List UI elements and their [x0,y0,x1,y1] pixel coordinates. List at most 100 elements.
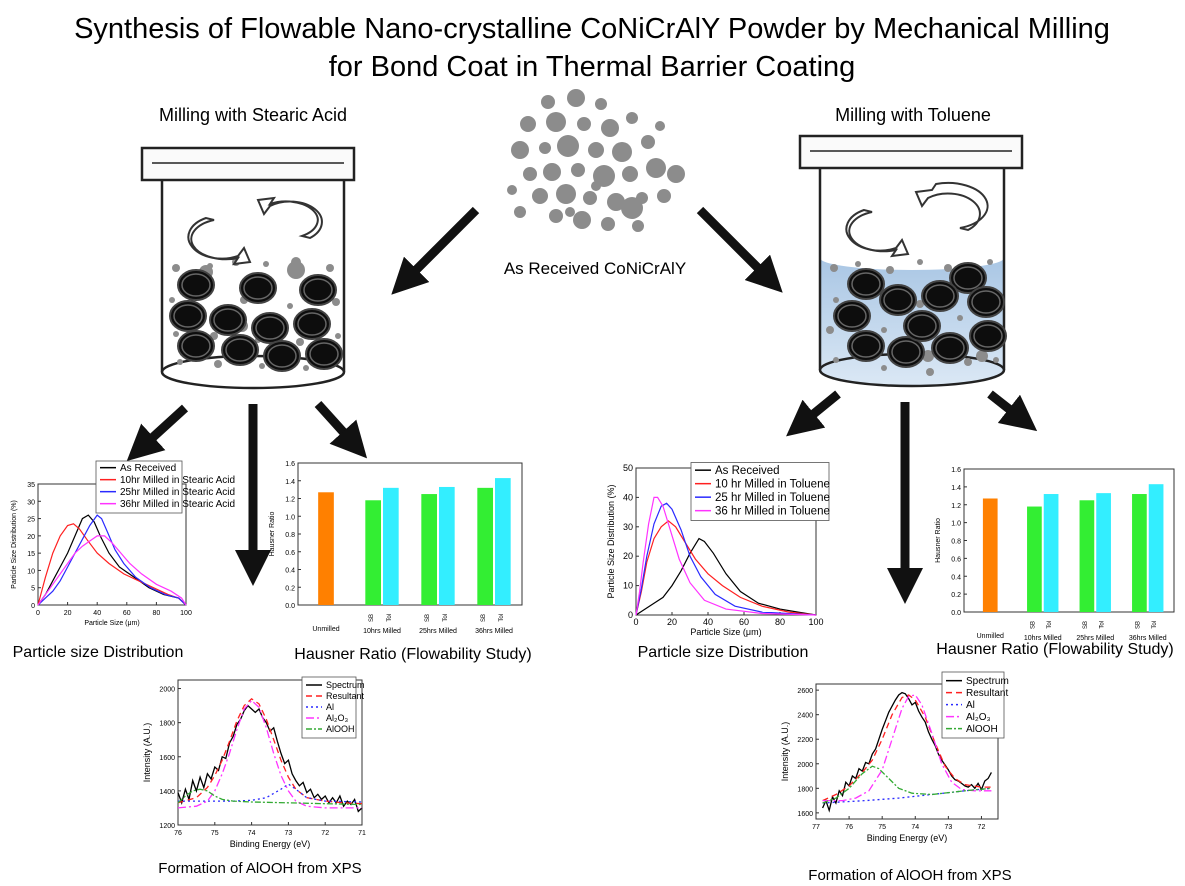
y-tick-label: 0.4 [285,568,295,575]
bar [1079,500,1095,612]
powder-particle [964,358,972,366]
series-line [37,523,187,606]
milling-ball-rim [213,308,243,332]
y-tick-label: 0.0 [951,610,961,617]
bar [383,487,399,605]
x-tick-label: 40 [93,610,101,617]
powder-particle [916,300,924,308]
milling-ball-rim [891,340,921,364]
x-tick-label: 80 [153,610,161,617]
milling-ball [169,300,207,332]
y-axis-label: Particle Size Distribution (%) [606,484,616,598]
right-branch-label: Milling with Toluene [835,105,991,125]
powder-particle [565,207,575,217]
powder-particle [917,259,923,265]
powder-particle [573,211,591,229]
y-tick-label: 0 [31,603,35,610]
powder-particle [543,163,561,181]
milling-ball-rim [297,312,327,336]
milling-ball [239,272,277,304]
milling-jar-toluene [798,134,1024,388]
legend-label: 25hr Milled in Stearic Acid [120,487,235,498]
y-tick-label: 10 [623,581,633,591]
legend-label: Al [326,702,334,712]
y-tick-label: 0.8 [951,539,961,546]
psd-caption-left: Particle size Distribution [13,644,184,661]
legend-label: Al₂O₃ [326,713,348,723]
powder-particle [833,297,839,303]
bar-label: Tol [1152,621,1158,629]
legend-label: Resultant [326,691,365,701]
milling-ball [209,304,247,336]
powder-particle [826,326,834,334]
legend-box [690,462,830,521]
powder-particle [886,266,894,274]
powder-particle [169,297,175,303]
powder-particle [601,119,619,137]
x-tick-label: 76 [845,824,853,831]
xps-caption-right: Formation of AlOOH from XPS [808,867,1011,884]
x-tick-label: 100 [808,617,823,627]
powder-particle [511,141,529,159]
powder-particle [259,363,265,369]
bar [477,487,493,605]
y-tick-label: 30 [27,499,35,506]
powder-particle [655,121,665,131]
powder-particle [177,359,183,365]
milling-ball [263,340,301,372]
milling-ball [833,300,871,332]
y-axis-label: Intensity (A.U.) [780,722,790,782]
powder-particle [546,112,566,132]
series-line [37,535,187,606]
powder-particle [577,117,591,131]
hausner-caption-left: Hausner Ratio (Flowability Study) [294,646,531,663]
powder-particle [612,142,632,162]
x-axis-label: Particle Size (μm) [690,627,761,637]
milling-ball-rim [851,334,881,358]
milling-ball-rim [181,334,211,358]
arrow-to-right-jar [696,206,783,293]
y-tick-label: 20 [623,551,633,561]
series-line [635,502,817,616]
series-line [37,514,187,606]
title-line-1: Synthesis of Flowable Nano-crystalline C… [74,13,1110,45]
y-tick-label: 2000 [797,762,813,769]
legend-label: AlOOH [326,724,355,734]
group-label: 25hrs Milled [1076,635,1114,642]
group-label: 25hrs Milled [419,628,457,635]
y-tick-label: 2600 [797,688,813,695]
powder-particle [523,167,537,181]
powder-particle [539,142,551,154]
milling-ball [293,308,331,340]
bar-label: SB [425,614,431,622]
x-tick-label: 77 [812,824,820,831]
milling-ball-rim [971,290,1001,314]
milling-ball-rim [953,266,983,290]
milling-ball-rim [309,342,339,366]
legend-label: Al₂O₃ [966,712,991,723]
y-tick-label: 1.6 [951,467,961,474]
bar [1043,494,1059,612]
bar [982,498,998,612]
powder-particle [926,368,934,376]
y-tick-label: 1.0 [951,521,961,528]
milling-ball-rim [973,324,1003,348]
series-line [177,697,363,805]
powder-particle [626,112,638,124]
y-tick-label: 0.2 [951,592,961,599]
arrow-to-left-jar [391,206,480,295]
arrow-left-to-hausner [314,400,368,459]
arrow-left-to-psd [126,404,189,462]
bar-label: Tol [1100,621,1106,629]
milling-ball [949,262,987,294]
milling-ball-rim [243,276,273,300]
y-tick-label: 1.6 [285,461,295,468]
y-tick-label: 35 [27,482,35,489]
x-tick-label: 100 [180,610,192,617]
powder-particle [855,261,861,267]
y-tick-label: 1400 [159,789,175,796]
powder-particle [622,166,638,182]
